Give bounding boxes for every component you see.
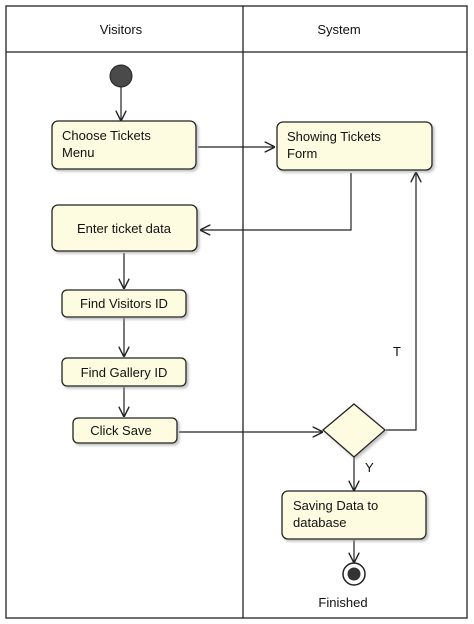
action-saving-data-line2: database bbox=[293, 515, 347, 530]
action-click-save: Click Save bbox=[72, 417, 178, 444]
action-click-save-label: Click Save bbox=[90, 423, 151, 438]
edge-showing-to-enter bbox=[201, 173, 352, 230]
action-find-visitors-id: Find Visitors ID bbox=[61, 289, 187, 318]
edges bbox=[121, 87, 416, 562]
action-choose-tickets-line1: Choose Tickets bbox=[62, 128, 151, 143]
lane-title-visitors: Visitors bbox=[100, 22, 143, 37]
action-find-gallery-id: Find Gallery ID bbox=[61, 357, 187, 387]
lane-title-system: System bbox=[317, 22, 360, 37]
decision-node bbox=[321, 403, 387, 458]
action-enter-ticket-data: Enter ticket data bbox=[51, 204, 198, 252]
label-yes-branch: Y bbox=[365, 460, 374, 475]
action-find-visitors-id-label: Find Visitors ID bbox=[80, 296, 168, 311]
action-saving-data-line1: Saving Data to bbox=[293, 498, 378, 513]
final-node bbox=[342, 562, 366, 586]
action-choose-tickets: Choose Tickets Menu bbox=[51, 120, 197, 170]
action-showing-form-line1: Showing Tickets bbox=[287, 129, 381, 144]
action-saving-data: Saving Data to database bbox=[281, 490, 427, 540]
final-node-label: Finished bbox=[318, 595, 367, 610]
edge-decision-true-to-showing bbox=[386, 173, 416, 431]
action-find-gallery-id-label: Find Gallery ID bbox=[81, 365, 168, 380]
initial-node bbox=[109, 64, 133, 88]
action-enter-ticket-data-label: Enter ticket data bbox=[77, 221, 172, 236]
action-showing-tickets-form: Showing Tickets Form bbox=[276, 121, 433, 171]
label-true-branch: T bbox=[393, 344, 401, 359]
action-choose-tickets-line2: Menu bbox=[62, 145, 95, 160]
action-showing-form-line2: Form bbox=[287, 146, 317, 161]
